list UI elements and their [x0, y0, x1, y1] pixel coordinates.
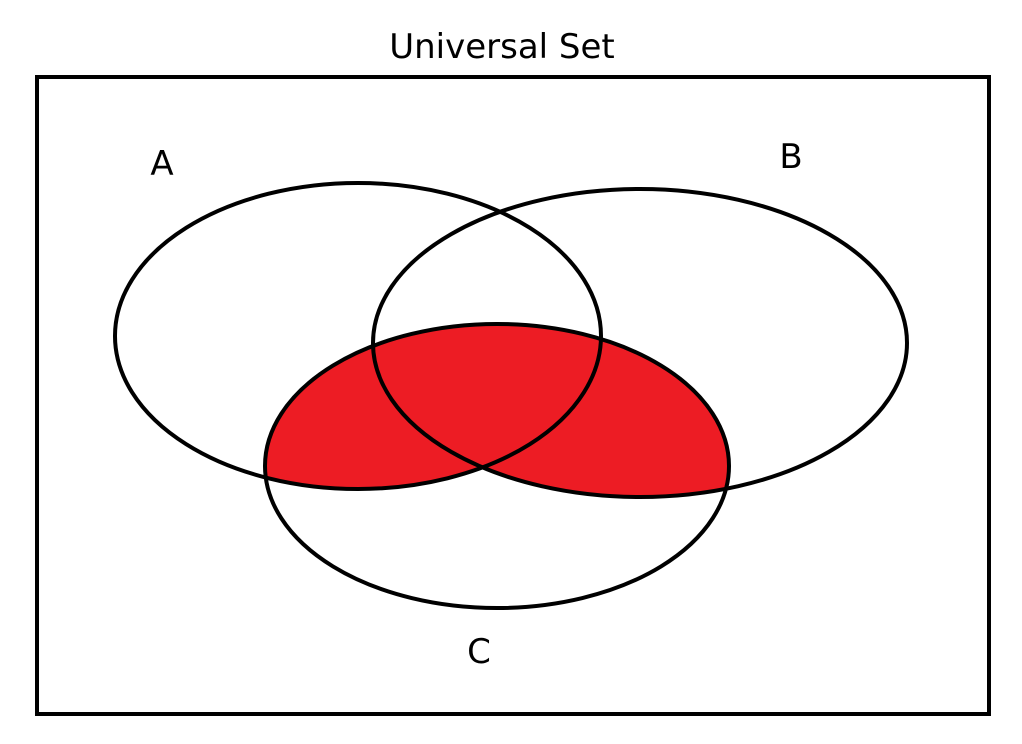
set-b-ellipse — [371, 187, 909, 499]
diagram-title: Universal Set — [389, 27, 615, 67]
set-a-label: A — [150, 144, 173, 184]
set-b-label: B — [779, 137, 802, 177]
set-a-ellipse — [113, 181, 603, 491]
shaded-region — [265, 324, 729, 497]
set-c-ellipse — [263, 322, 731, 610]
set-c-label: C — [467, 632, 491, 672]
